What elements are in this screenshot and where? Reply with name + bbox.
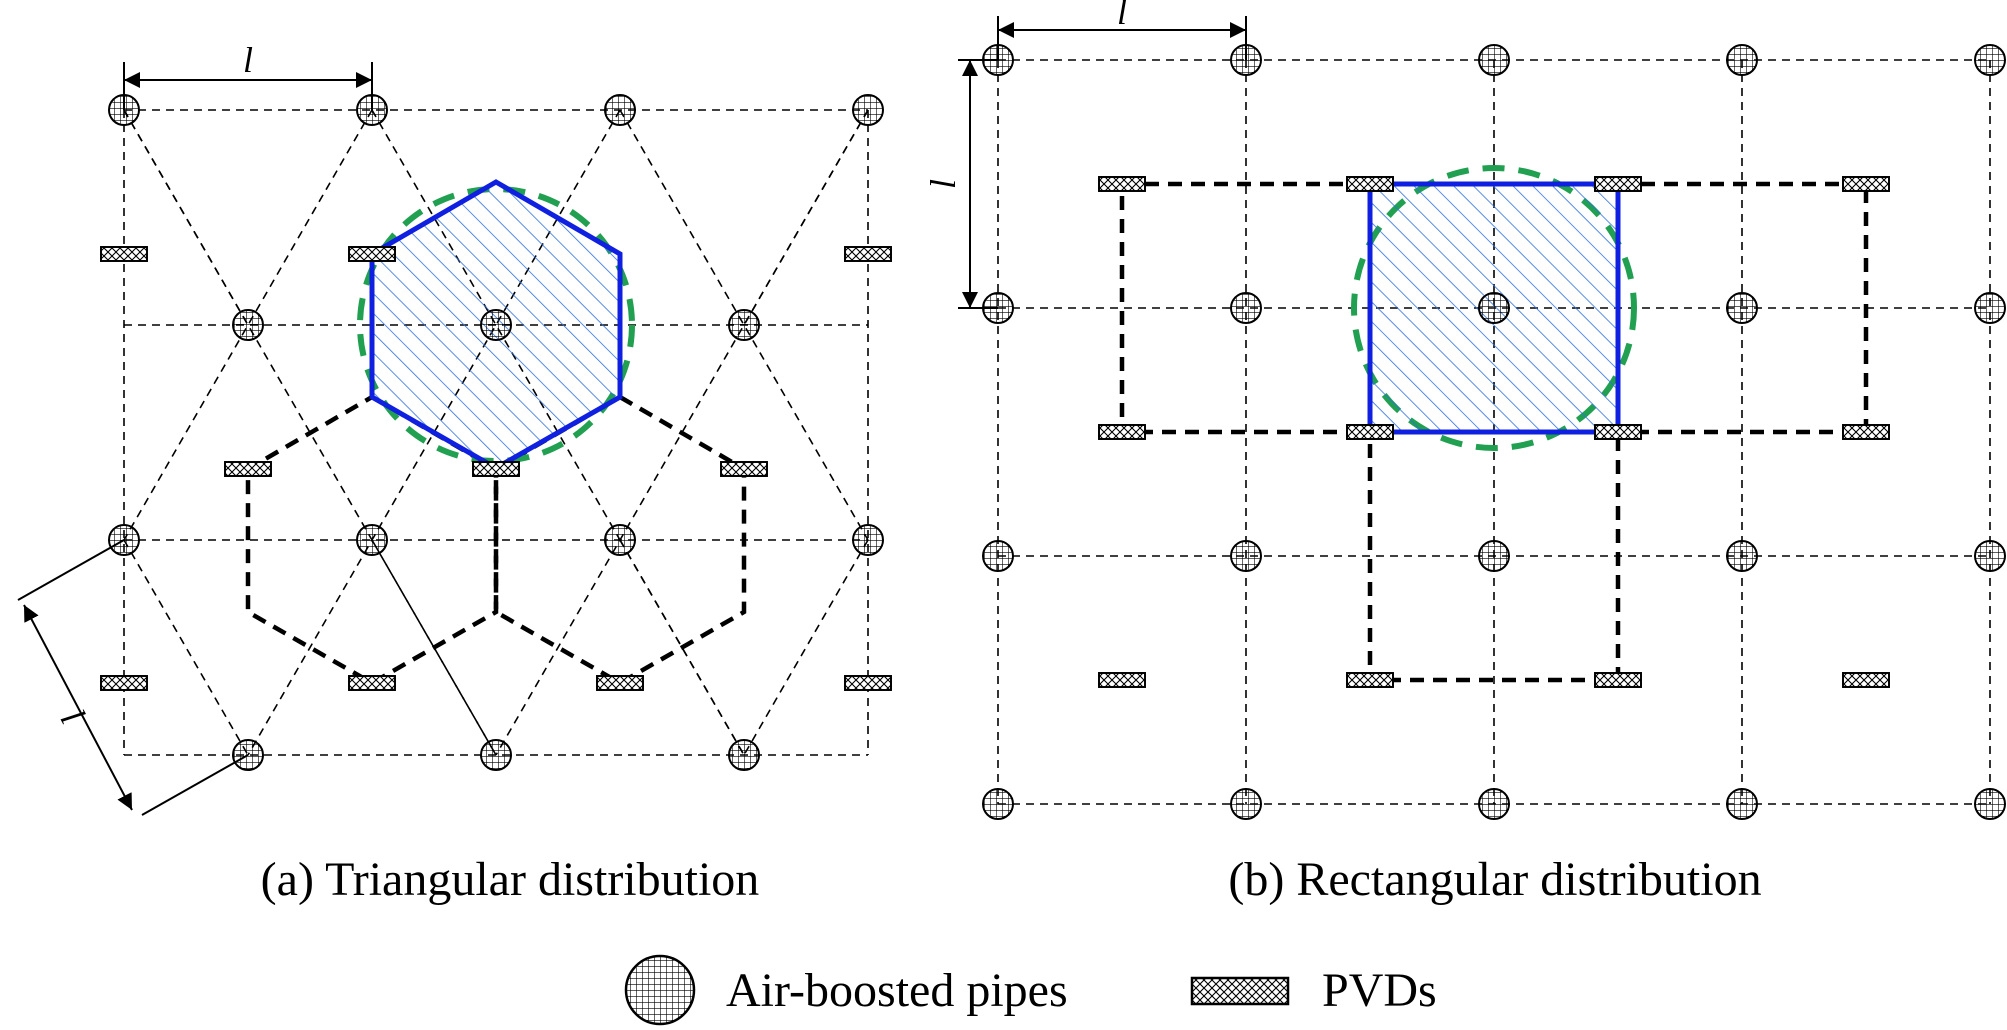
pvd-icon: [1098, 424, 1146, 440]
pipe-icon: [982, 540, 1014, 572]
crosshatched-circle-icon: [624, 954, 696, 1026]
pvd-icon: [844, 246, 892, 262]
pipe-icon: [1478, 292, 1510, 324]
panel-a-triangular: [123, 109, 869, 756]
pipe-icon: [480, 309, 512, 341]
panel-a-top-dimension-label: l: [243, 40, 253, 80]
pipe-icon: [728, 309, 760, 341]
panel-a-dimensions: l l: [17, 40, 373, 816]
pipe-icon: [480, 739, 512, 771]
pvd-icon: [1098, 176, 1146, 192]
pvd-icon: [1842, 176, 1890, 192]
pvd-icon: [1346, 672, 1394, 688]
panel-b-equivalent-circle: [1351, 165, 1637, 451]
panel-a-equivalent-circle: [357, 186, 635, 464]
pvd-icon: [596, 675, 644, 691]
legend-pipe-label: Air-boosted pipes: [726, 964, 1068, 1017]
legend-pvd-label: PVDs: [1322, 964, 1437, 1017]
pipe-icon: [1974, 540, 2006, 572]
pvd-icon: [472, 461, 520, 477]
pvd-icon: [1594, 424, 1642, 440]
pvd-icon: [100, 246, 148, 262]
markers-layer: [100, 44, 2006, 820]
pvd-icon: [224, 461, 272, 477]
pvd-icon: [348, 246, 396, 262]
pipe-icon: [982, 788, 1014, 820]
pvd-icon: [1842, 424, 1890, 440]
panel-b-caption: (b) Rectangular distribution: [1228, 853, 1761, 906]
panel-b-rectangular: [997, 59, 1991, 805]
crosshatched-rectangle-icon: [1190, 976, 1290, 1006]
pvd-icon: [1594, 176, 1642, 192]
pvd-icon: [1346, 176, 1394, 192]
pipe-icon: [356, 524, 388, 556]
pipe-icon: [1726, 44, 1758, 76]
pipe-icon: [1230, 540, 1262, 572]
panel-b-dimensions: l l: [923, 0, 1247, 309]
pvd-icon: [100, 675, 148, 691]
pipe-icon: [1974, 44, 2006, 76]
pipe-icon: [1478, 540, 1510, 572]
pipe-icon: [1230, 788, 1262, 820]
pipe-icon: [1230, 292, 1262, 324]
pipe-icon: [1974, 788, 2006, 820]
pipe-icon: [852, 524, 884, 556]
pipe-icon: [1726, 788, 1758, 820]
pipe-icon: [1726, 292, 1758, 324]
pvd-icon: [1098, 672, 1146, 688]
panel-b-top-dimension-label: l: [1117, 0, 1127, 32]
pvd-icon: [720, 461, 768, 477]
pipe-icon: [852, 94, 884, 126]
pvd-icon: [1346, 424, 1394, 440]
pvd-icon: [1842, 672, 1890, 688]
pipe-icon: [728, 739, 760, 771]
pipe-icon: [1478, 44, 1510, 76]
pvd-icon: [1594, 672, 1642, 688]
pipe-icon: [1974, 292, 2006, 324]
pipe-icon: [1478, 788, 1510, 820]
pipe-icon: [232, 309, 264, 341]
panel-a-side-dimension-label: l: [53, 703, 93, 731]
pipe-icon: [604, 94, 636, 126]
pipe-icon: [604, 524, 636, 556]
pvd-icon: [348, 675, 396, 691]
pipe-icon: [1726, 540, 1758, 572]
pvd-icon: [844, 675, 892, 691]
legend: Air-boosted pipes PVDs: [624, 954, 1437, 1026]
panel-a-caption: (a) Triangular distribution: [261, 853, 760, 906]
panel-b-side-dimension-label: l: [923, 179, 963, 189]
